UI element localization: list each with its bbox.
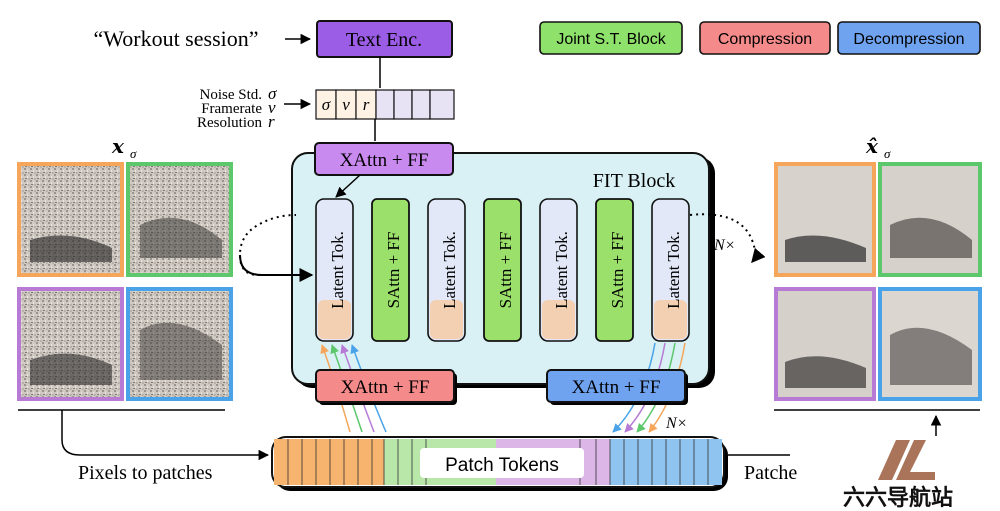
conditioning-token-strip: σ ν r — [315, 89, 455, 120]
fit-block-label: FIT Block — [593, 170, 675, 192]
output-subscript: σ — [884, 146, 891, 161]
loop-entry-arrow — [239, 254, 314, 282]
sattn-block: SAttn + FF — [371, 198, 410, 342]
sattn-box — [483, 198, 522, 342]
loop-dotted-left — [238, 214, 297, 276]
patch-tokens-strip: Patch Tokens — [271, 436, 728, 491]
legend-decompression-label: Decompression — [853, 31, 964, 48]
legend: Joint S.T. Block Compression Decompressi… — [539, 21, 981, 55]
text-token — [393, 89, 413, 120]
framerate-symbol: ν — [268, 98, 276, 117]
patch-dividers — [287, 439, 709, 485]
repeat-label-bottom: N× — [665, 415, 687, 432]
output-frames — [774, 162, 982, 401]
sattn-label: SAttn + FF — [496, 232, 515, 309]
decompression-block-label: XAttn + FF — [572, 377, 661, 398]
compression-block-label: XAttn + FF — [341, 377, 430, 398]
text-token — [375, 89, 395, 120]
input-frames — [17, 162, 233, 401]
latent-token-label: Latent Tok. — [440, 231, 459, 309]
text-encoder-box — [316, 20, 453, 58]
sattn-box — [595, 198, 634, 342]
legend-compression-label: Compression — [718, 31, 812, 48]
prompt-text: “Workout session” — [93, 26, 258, 51]
watermark-logo-mark — [896, 440, 935, 480]
sattn-block: SAttn + FF — [483, 198, 522, 342]
pixels-to-patches-label: Pixels to patches — [78, 462, 213, 484]
sattn-label: SAttn + FF — [608, 232, 627, 309]
conditioning-labels: Noise Std. σ Framerate ν Resolution r — [197, 84, 277, 131]
sattn-box — [371, 198, 410, 342]
patches-out-label: Patche — [744, 462, 797, 484]
legend-joint-label: Joint S.T. Block — [556, 31, 666, 48]
latent-token-column: Latent Tok. — [651, 198, 690, 342]
loop-dotted-right — [689, 213, 766, 264]
pixels-to-patches-arrow — [61, 410, 270, 461]
resolution-label: Resolution — [197, 115, 263, 131]
text-token — [429, 89, 455, 120]
xattn-to-latent-arrow — [335, 174, 361, 198]
sattn-block: SAttn + FF — [595, 198, 634, 342]
resolution-symbol: r — [268, 112, 275, 131]
compression-block — [315, 369, 455, 403]
token-sigma: σ — [322, 95, 331, 114]
token-nu: ν — [342, 95, 350, 114]
latent-token-column: Latent Tok. — [427, 198, 466, 342]
token-r: r — [363, 95, 370, 114]
patch-tokens-label-bg — [420, 448, 584, 478]
patch-group-orange — [274, 439, 384, 485]
noise-std-symbol: σ — [268, 84, 277, 103]
latent-token-label: Latent Tok. — [328, 231, 347, 309]
watermark-text: 六六导航站 — [843, 485, 953, 510]
latent-token-label: Latent Tok. — [552, 231, 571, 309]
patch-tokens-label: Patch Tokens — [445, 455, 559, 476]
noise-std-label: Noise Std. — [199, 87, 262, 103]
legend-decompression-swatch — [837, 21, 981, 55]
watermark: 六六导航站 — [800, 438, 1000, 511]
latent-token-column: Latent Tok. — [315, 198, 354, 342]
framerate-label: Framerate — [201, 101, 262, 117]
top-xattn-label: XAttn + FF — [340, 150, 429, 171]
latent-token-label: Latent Tok. — [664, 231, 683, 309]
top-xattn-box — [314, 142, 454, 176]
input-subscript: σ — [130, 146, 137, 161]
legend-compression-swatch — [699, 21, 831, 55]
text-token — [411, 89, 431, 120]
output-label: 𝒙̂ — [865, 136, 879, 158]
decompression-block — [546, 369, 686, 403]
text-encoder-label: Text Enc. — [346, 29, 422, 51]
latent-token-column: Latent Tok. — [539, 198, 578, 342]
legend-joint-swatch — [539, 21, 683, 55]
sattn-label: SAttn + FF — [384, 232, 403, 309]
watermark-logo-mark — [878, 440, 910, 480]
repeat-label-top: N× — [713, 237, 735, 254]
input-label: 𝒙 — [111, 136, 125, 158]
